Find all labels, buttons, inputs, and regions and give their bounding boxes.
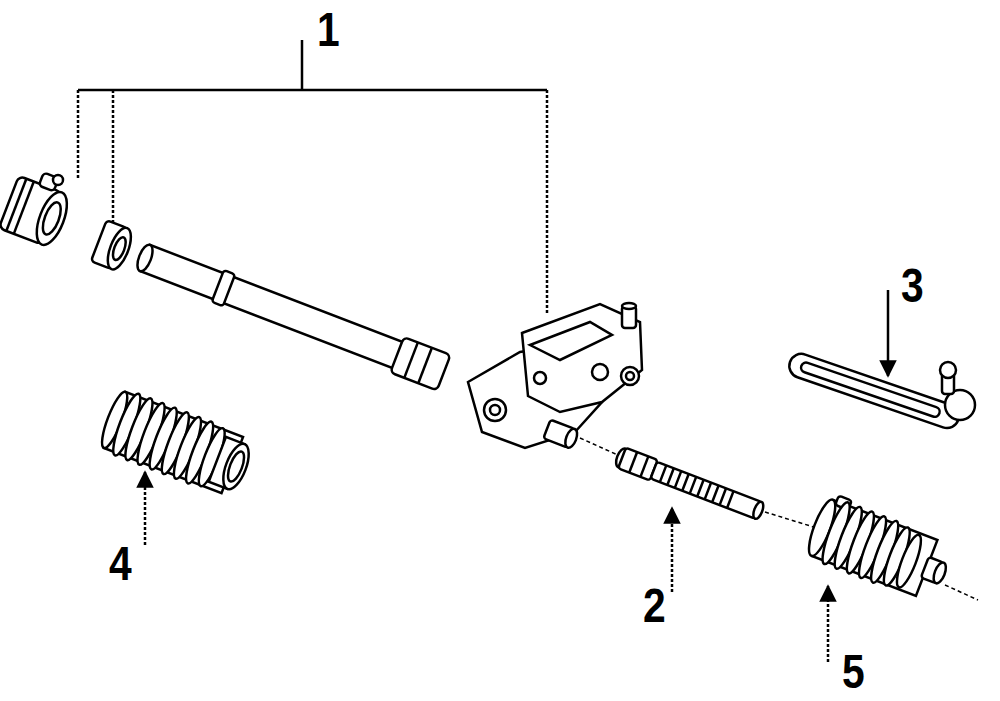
callout-number: 4 bbox=[109, 540, 132, 588]
callout-number: 3 bbox=[901, 262, 924, 310]
callout-number: 1 bbox=[317, 6, 340, 54]
callout-number: 5 bbox=[842, 648, 865, 696]
callout-number: 2 bbox=[643, 582, 666, 630]
